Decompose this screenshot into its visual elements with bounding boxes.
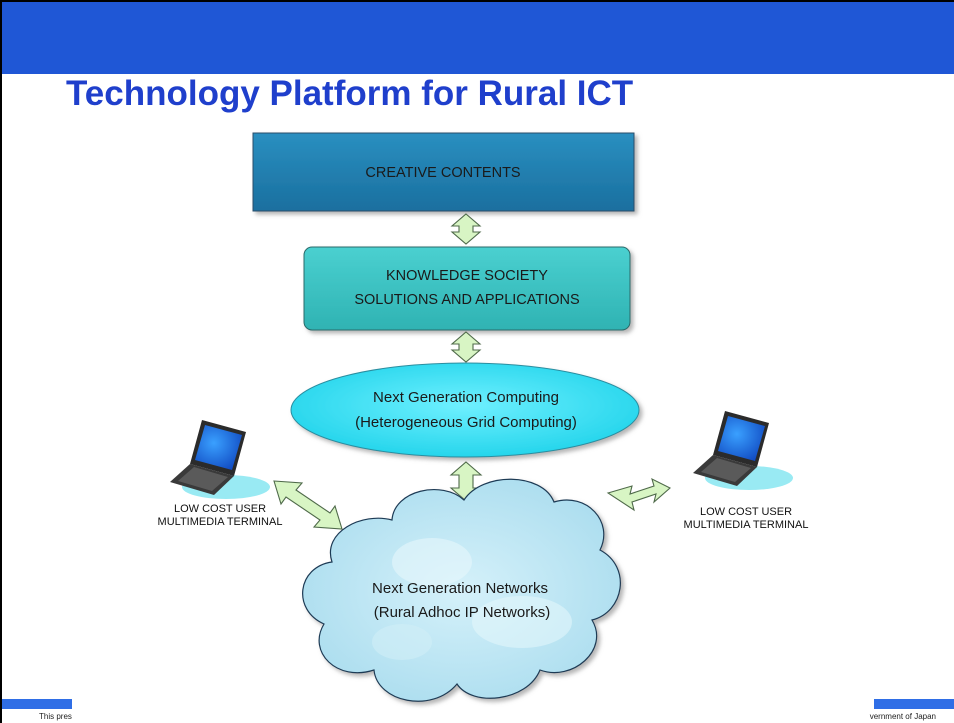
terminal-right-line1: LOW COST USER — [699, 506, 793, 518]
computing-line2: (Heterogeneous Grid Computing) — [355, 414, 577, 431]
slide-title: Technology Platform for Rural ICT — [66, 74, 634, 113]
laptop-icon — [170, 420, 270, 499]
networks-line2: (Rural Adhoc IP Networks) — [374, 604, 550, 621]
footer-bar-right — [874, 699, 954, 709]
knowledge-line1: KNOWLEDGE SOCIETY — [386, 268, 548, 284]
knowledge-society-box: KNOWLEDGE SOCIETY SOLUTIONS AND APPLICAT… — [303, 246, 631, 331]
double-arrow-icon — [450, 213, 482, 245]
networks-line1: Next Generation Networks — [372, 580, 548, 597]
terminal-label-left: LOW COST USER MULTIMEDIA TERMINAL — [140, 503, 300, 529]
terminal-left-line1: LOW COST USER — [173, 503, 267, 515]
creative-contents-box: CREATIVE CONTENTS — [252, 132, 635, 212]
double-arrow-icon — [450, 331, 482, 363]
terminal-right-line2: MULTIMEDIA TERMINAL — [683, 519, 809, 531]
terminal-label-right: LOW COST USER MULTIMEDIA TERMINAL — [666, 506, 826, 532]
footer-bar-left — [2, 699, 72, 709]
computing-line1: Next Generation Computing — [373, 389, 559, 406]
laptop-icon — [693, 411, 793, 490]
double-arrow-icon — [606, 477, 671, 512]
footer-text-right: vernment of Japan — [869, 712, 936, 721]
knowledge-line2: SOLUTIONS AND APPLICATIONS — [354, 292, 579, 308]
header-band — [2, 2, 954, 74]
creative-contents-label: CREATIVE CONTENTS — [365, 165, 520, 181]
terminal-left-line2: MULTIMEDIA TERMINAL — [157, 516, 283, 528]
double-arrow-icon — [273, 480, 343, 530]
cloud-shape: Next Generation Networks (Rural Adhoc IP… — [302, 478, 621, 702]
footer-text-left: This pres — [39, 712, 72, 721]
computing-ellipse: Next Generation Computing (Heterogeneous… — [290, 362, 640, 458]
